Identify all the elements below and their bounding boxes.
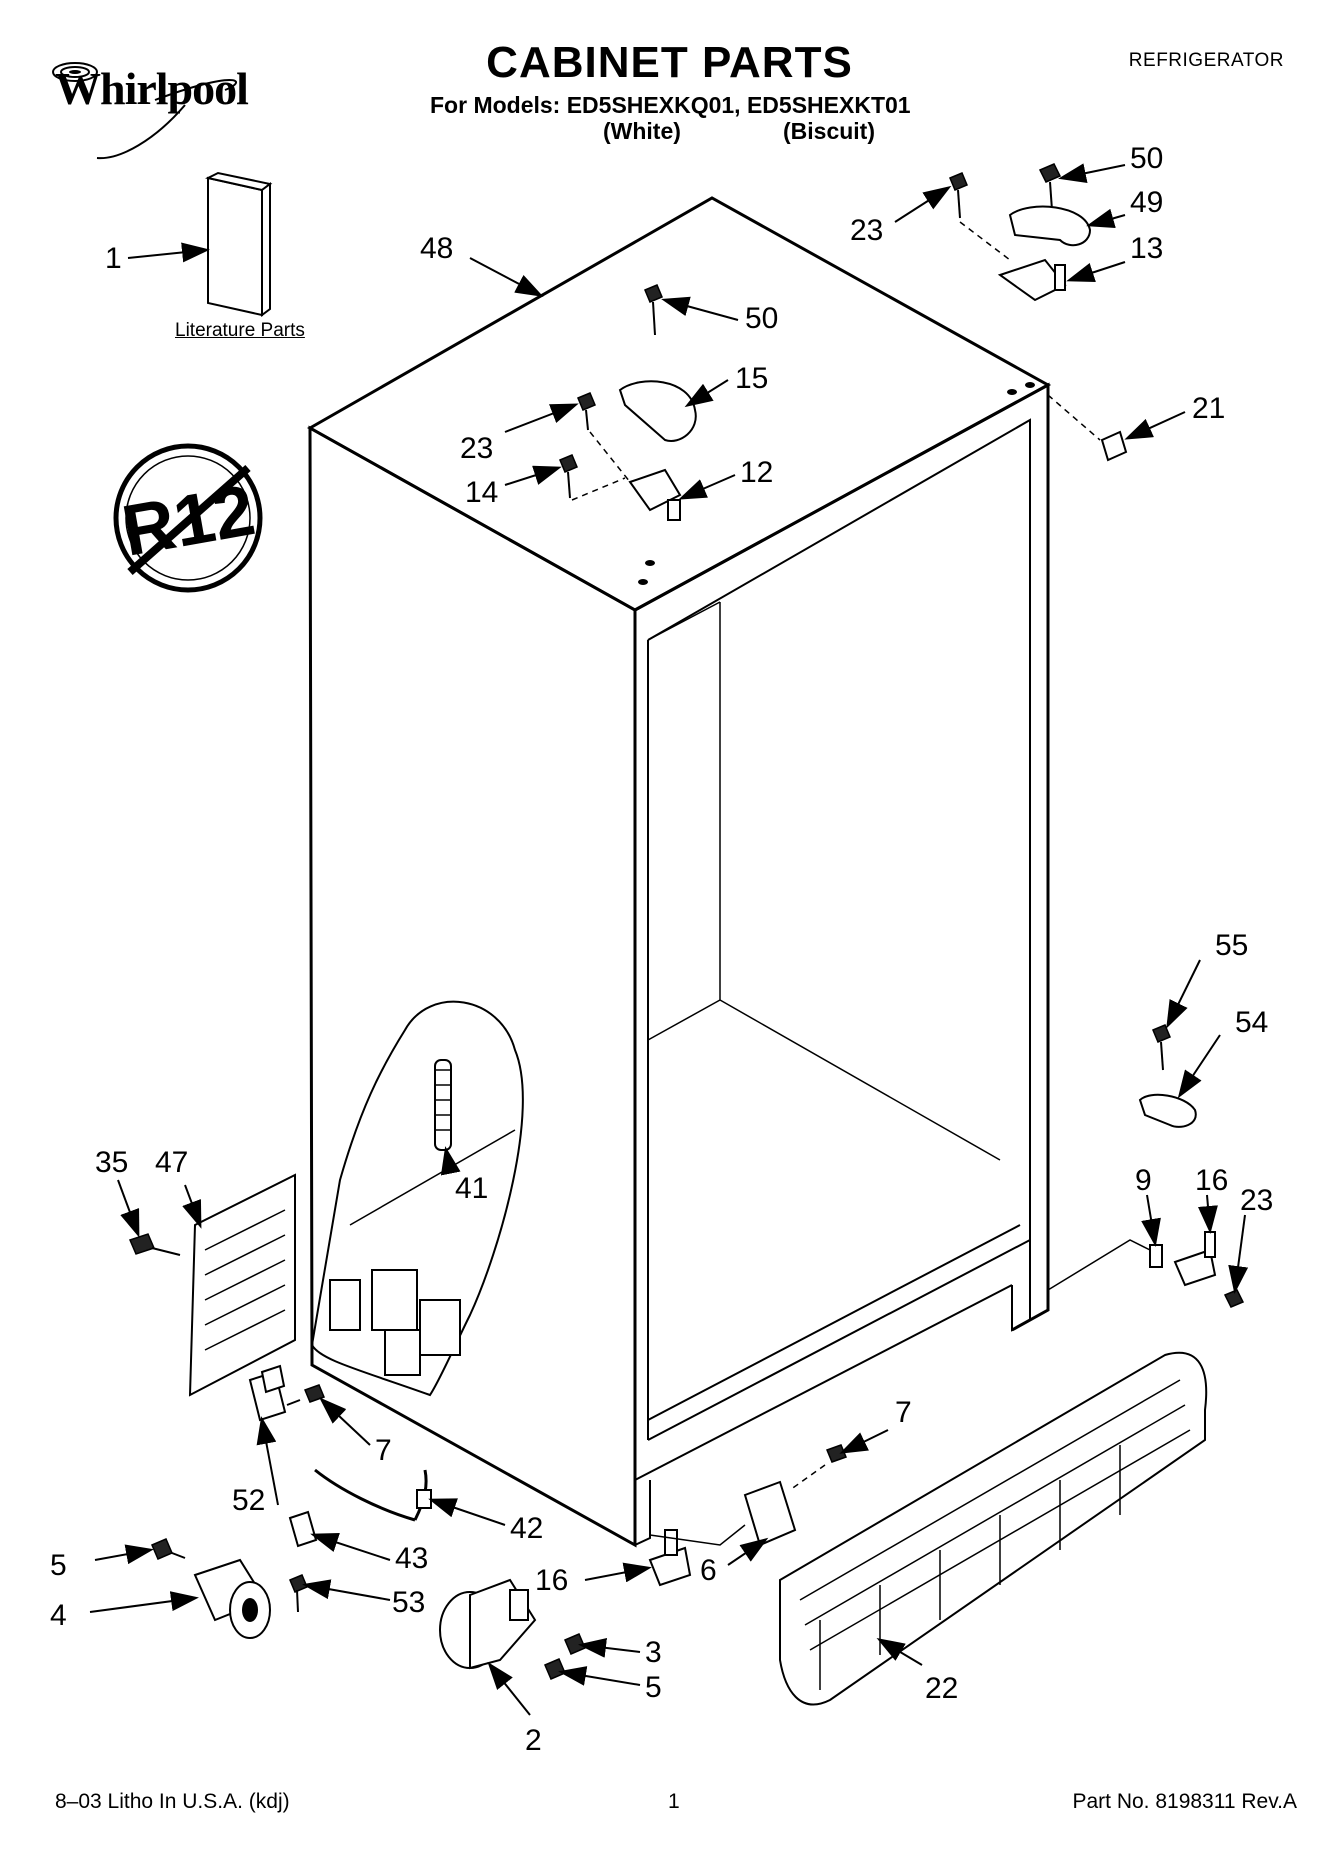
callout-7: 7 <box>375 1434 392 1467</box>
callout-4: 4 <box>50 1599 67 1632</box>
callout-43: 43 <box>395 1542 428 1575</box>
callout-12: 12 <box>740 456 773 489</box>
callout-54: 54 <box>1235 1006 1268 1039</box>
footer-print-info: 8–03 Litho In U.S.A. (kdj) <box>55 1790 290 1813</box>
brand-name: Whirlpool <box>55 63 249 114</box>
logo-swoosh-icon <box>52 62 237 160</box>
cabinet-body <box>306 196 1052 1548</box>
page-number: 1 <box>668 1790 680 1813</box>
callout-2: 2 <box>525 1724 542 1757</box>
callout-50: 50 <box>745 302 778 335</box>
toe-grille <box>779 1351 1208 1706</box>
callout-9: 9 <box>1135 1164 1152 1197</box>
literature-parts-label: Literature Parts <box>175 320 305 341</box>
callout-16: 16 <box>1195 1164 1228 1197</box>
whirlpool-logo: Whirlpool <box>55 62 249 115</box>
callout-5: 5 <box>50 1549 67 1582</box>
callout-48: 48 <box>420 232 453 265</box>
callout-1: 1 <box>105 242 122 275</box>
callout-16: 16 <box>535 1564 568 1597</box>
callout-52: 52 <box>232 1484 265 1517</box>
callout-21: 21 <box>1192 392 1225 425</box>
callout-3: 3 <box>645 1636 662 1669</box>
callout-22: 22 <box>925 1672 958 1705</box>
color-white-label: (White) <box>603 118 681 144</box>
callout-47: 47 <box>155 1146 188 1179</box>
literature-parts-icon <box>205 171 273 317</box>
callout-7: 7 <box>895 1396 912 1429</box>
callout-35: 35 <box>95 1146 128 1179</box>
hardware-parts <box>128 163 1245 1680</box>
callout-53: 53 <box>392 1586 425 1619</box>
callout-15: 15 <box>735 362 768 395</box>
cutaway-detail <box>310 1000 524 1397</box>
leader-lines <box>89 163 1249 1716</box>
callout-6: 6 <box>700 1554 717 1587</box>
models-line: For Models: ED5SHEXKQ01, ED5SHEXKT01 <box>430 92 911 118</box>
color-biscuit-label: (Biscuit) <box>783 118 875 144</box>
part-number: Part No. 8198311 Rev.A <box>1072 1790 1297 1813</box>
callout-23: 23 <box>460 432 493 465</box>
callout-50: 50 <box>1130 142 1163 175</box>
page-title: CABINET PARTS <box>486 38 853 87</box>
callout-55: 55 <box>1215 929 1248 962</box>
callout-23: 23 <box>850 214 883 247</box>
rear-panel <box>188 1173 296 1397</box>
callout-41: 41 <box>455 1172 488 1205</box>
callout-5: 5 <box>645 1671 662 1704</box>
callout-23: 23 <box>1240 1184 1273 1217</box>
callout-13: 13 <box>1130 232 1163 265</box>
callout-14: 14 <box>465 476 498 509</box>
callout-42: 42 <box>510 1512 543 1545</box>
callout-49: 49 <box>1130 186 1163 219</box>
no-r12-seal-icon: R12 <box>113 443 263 593</box>
category-label: REFRIGERATOR <box>1128 50 1284 71</box>
